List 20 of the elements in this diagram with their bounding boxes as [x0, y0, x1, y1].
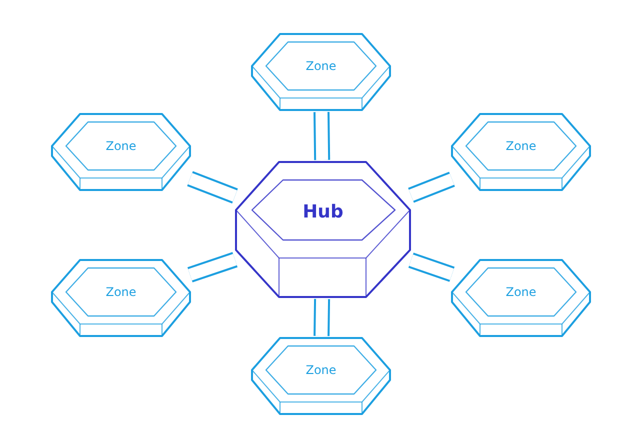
- connector-bar: [314, 298, 330, 336]
- zone-label: Zone: [106, 139, 136, 153]
- hub-label: Hub: [302, 202, 344, 222]
- connector-bar: [187, 171, 238, 204]
- zone-label: Zone: [306, 363, 336, 377]
- zone-label: Zone: [506, 285, 536, 299]
- zone-hexagon: [52, 112, 190, 192]
- zone-hexagon: [252, 336, 390, 416]
- zone-label: Zone: [506, 139, 536, 153]
- hub-hexagon: [235, 160, 411, 299]
- zone-hexagon: [452, 112, 590, 192]
- connector-bar: [408, 252, 455, 282]
- zone-label: Zone: [306, 59, 336, 73]
- connector-bar: [314, 112, 330, 160]
- connector-bar: [408, 172, 455, 203]
- zone-hexagon: [452, 258, 590, 338]
- zone-label: Zone: [106, 285, 136, 299]
- zone-hexagon: [252, 32, 390, 112]
- zone-hexagon: [52, 258, 190, 338]
- connector-bar: [187, 252, 238, 282]
